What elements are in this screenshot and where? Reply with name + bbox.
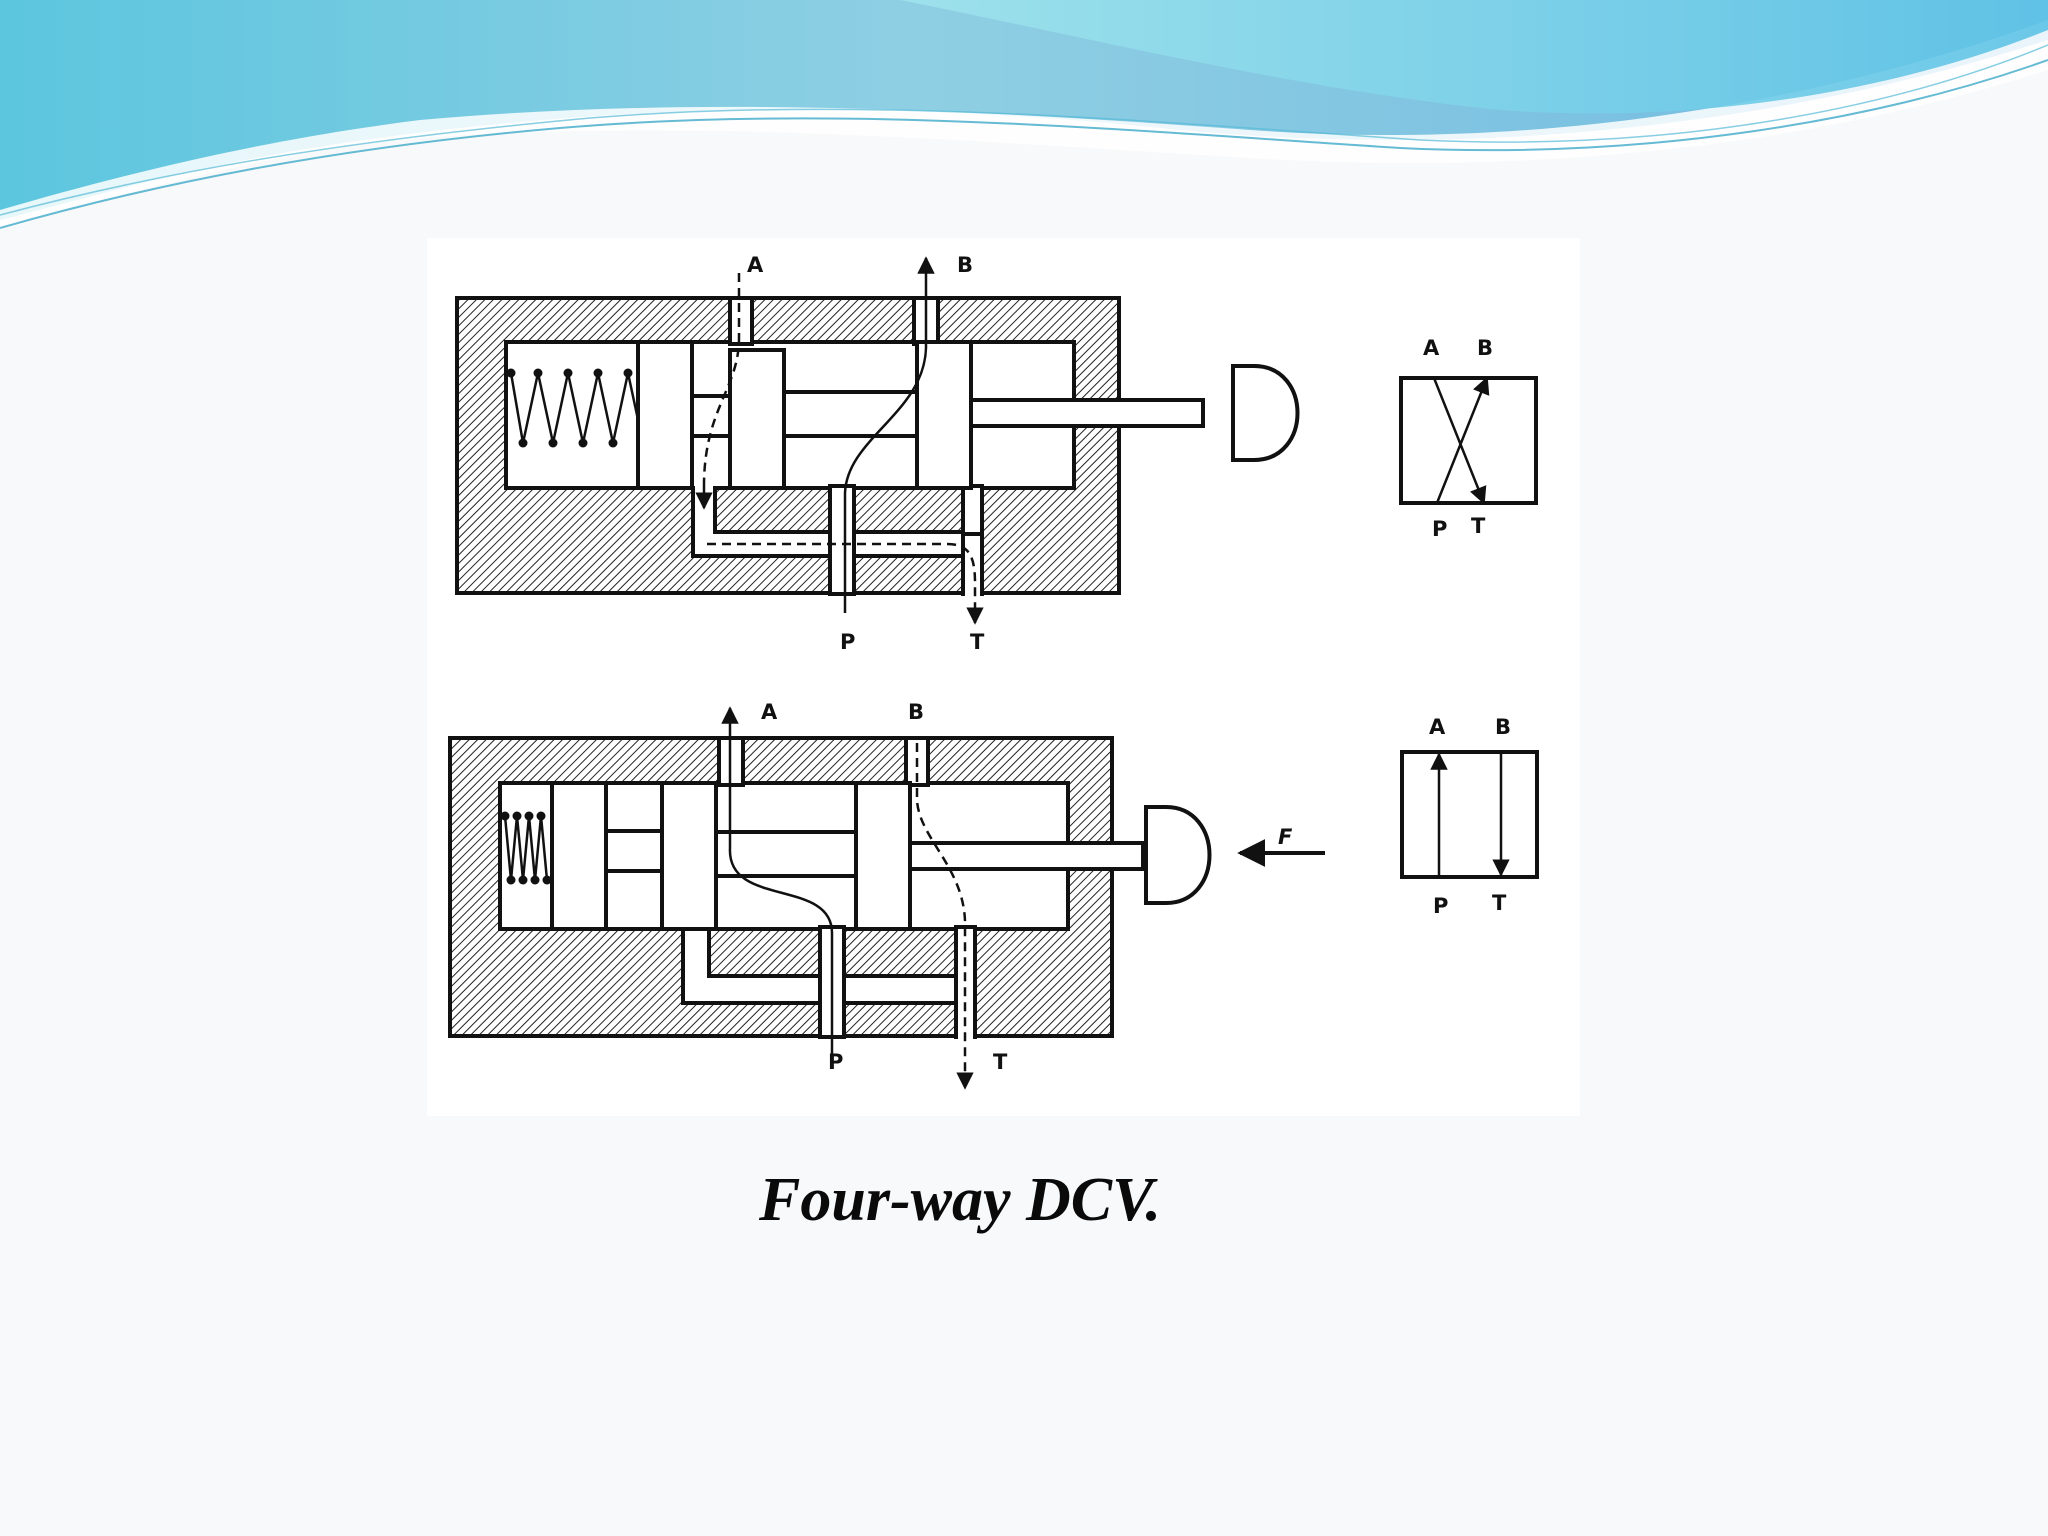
valve-position-1: A B P T A B P T bbox=[455, 253, 1538, 654]
force-label-2: F bbox=[1278, 825, 1293, 849]
port-b-label-2: B bbox=[908, 700, 924, 724]
symbol-b-label-2: B bbox=[1495, 715, 1511, 739]
symbol-p-label-2: P bbox=[1433, 894, 1448, 918]
symbol-t-label-1: T bbox=[1471, 514, 1486, 538]
figure-caption: Four-way DCV. bbox=[759, 1166, 1161, 1234]
spool-1 bbox=[636, 340, 1205, 490]
port-b-label-1: B bbox=[957, 253, 973, 277]
flow-p-to-b-1 bbox=[843, 256, 935, 613]
push-knob-2 bbox=[1144, 805, 1212, 905]
header-wave-banner bbox=[0, 0, 2048, 230]
port-p-label-1: P bbox=[840, 630, 855, 654]
port-p-channel-1 bbox=[828, 484, 856, 596]
symbol-t-label-2: T bbox=[1492, 891, 1507, 915]
four-way-dcv-figure: A B P T A B P T bbox=[448, 253, 1539, 1090]
spool-2 bbox=[550, 781, 1145, 931]
port-a-label-2: A bbox=[761, 700, 778, 724]
flow-p-to-a-2 bbox=[721, 706, 834, 1058]
figure-panel: A B P T A B P T bbox=[427, 238, 1580, 1116]
symbol-p-label-1: P bbox=[1432, 517, 1447, 541]
flow-b-to-t-2 bbox=[915, 743, 974, 1090]
port-a-channel-1 bbox=[728, 296, 754, 346]
port-a-label-1: A bbox=[747, 253, 764, 277]
valve-position-2: F A B P T A B P T bbox=[448, 700, 1539, 1090]
push-knob-1 bbox=[1231, 364, 1300, 462]
spring-2 bbox=[503, 815, 549, 881]
spring-1 bbox=[509, 372, 645, 444]
symbol-b-label-1: B bbox=[1477, 336, 1493, 360]
port-t-label-2: T bbox=[993, 1050, 1008, 1074]
port-p-label-2: P bbox=[828, 1050, 843, 1074]
iso-symbol-1: A B P T bbox=[1399, 336, 1538, 541]
port-t-label-1: T bbox=[970, 630, 985, 654]
flow-a-to-t-1 bbox=[702, 273, 741, 484]
symbol-a-label-2: A bbox=[1429, 715, 1446, 739]
symbol-a-label-1: A bbox=[1423, 336, 1440, 360]
iso-symbol-2: A B P T bbox=[1400, 715, 1539, 918]
